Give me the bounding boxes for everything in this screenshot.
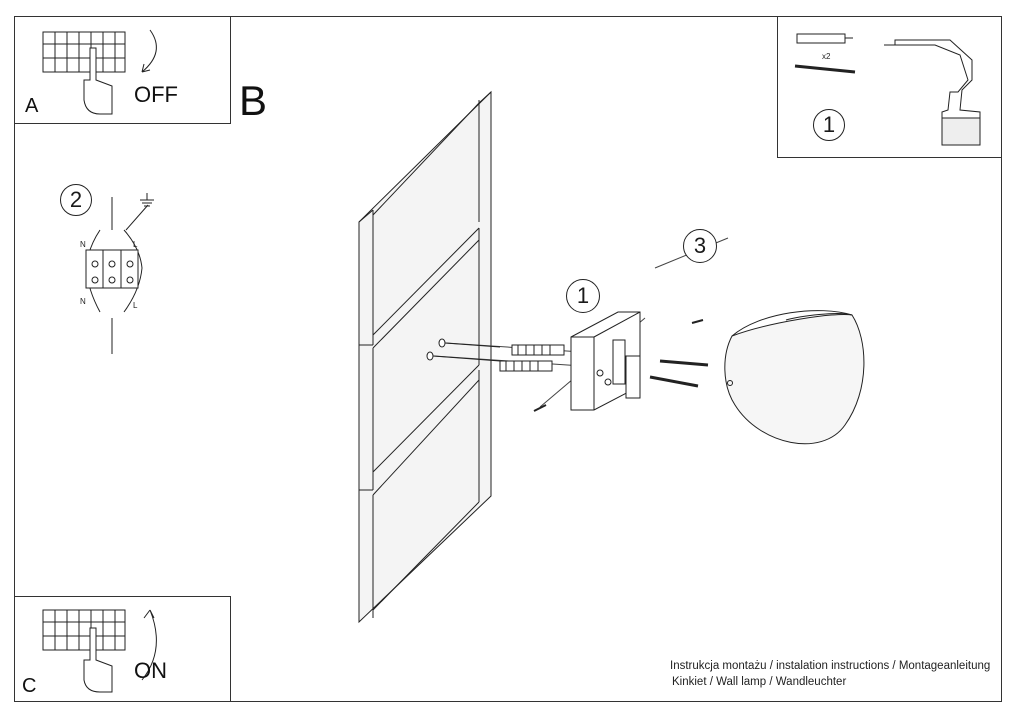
wall-plug-icon [499, 344, 565, 372]
mounting-bracket-icon [570, 311, 641, 411]
terminal-block-icon [85, 197, 149, 354]
footer-line-2: Kinkiet / Wall lamp / Wandleuchter [672, 676, 847, 688]
page-frame [14, 16, 1002, 702]
step-a-letter: A [25, 95, 39, 117]
ground-symbol-icon [140, 193, 154, 207]
drill-icon [884, 39, 981, 146]
switch-on-label: ON [134, 658, 167, 683]
step-a-panel [14, 16, 231, 124]
switch-off-label: OFF [134, 82, 178, 107]
screw-icon [426, 319, 709, 412]
tools-panel [777, 16, 1002, 158]
step-c-letter: C [22, 675, 37, 697]
step-c-panel [14, 596, 231, 702]
tools-step-number: 1 [813, 109, 845, 141]
neutral-label-bottom: N [80, 297, 86, 306]
wall-panel-icon [358, 90, 492, 624]
mount-step-callout: 1 [566, 279, 600, 313]
wiring-step-number: 2 [60, 184, 92, 216]
hand-icon [83, 627, 113, 693]
wall-plug-icon [796, 33, 853, 44]
lamp-shade-icon [724, 310, 865, 445]
hand-icon [83, 47, 113, 115]
neutral-label-top: N [80, 240, 86, 249]
screw-icon [794, 64, 856, 74]
screw-step-callout: 3 [683, 229, 717, 263]
circuit-breaker-icon [42, 31, 126, 73]
switch-on-arrow-icon [141, 609, 157, 681]
dowel-quantity-label: x2 [822, 52, 831, 61]
live-label-bottom: L [133, 301, 138, 310]
footer-line-1: Instrukcja montażu / instalation instruc… [670, 660, 991, 672]
circuit-breaker-icon [42, 609, 126, 651]
step-b-letter: B [239, 77, 268, 124]
live-label-top: L [133, 240, 138, 249]
switch-off-arrow-icon [141, 29, 157, 73]
